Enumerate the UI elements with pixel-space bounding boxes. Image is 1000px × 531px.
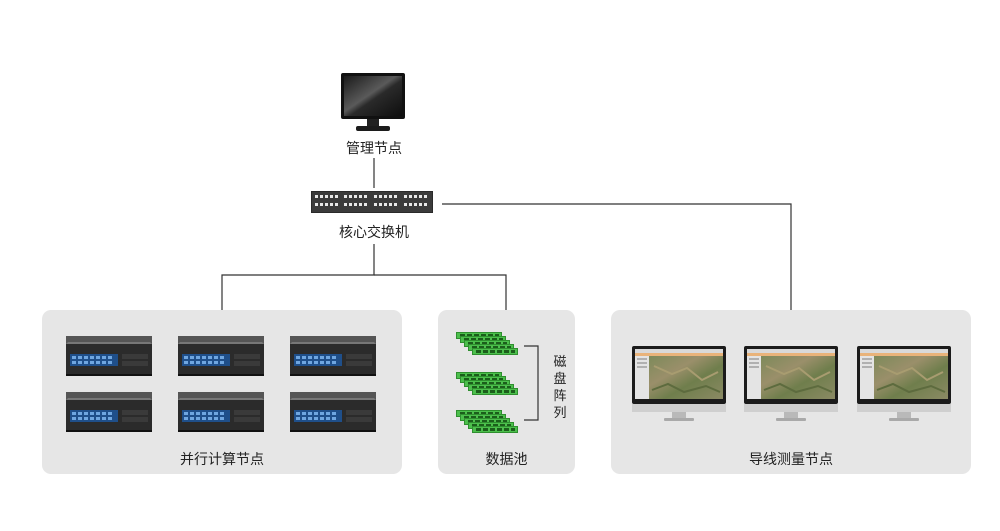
management-node-label: 管理节点 [346, 141, 402, 157]
management-monitor-icon [340, 72, 406, 134]
disk-stack-icon [456, 332, 518, 355]
measurement-monitor-icon [631, 345, 727, 422]
switch-to-datapool-line [374, 274, 507, 310]
core-switch-label: 核心交换机 [339, 225, 409, 241]
switch-to-compute-line [221, 244, 375, 310]
measurement-panel: 导线测量节点 [611, 310, 971, 474]
measurement-label: 导线测量节点 [749, 452, 833, 468]
disk-array-bracket [524, 345, 539, 421]
server-icon [178, 392, 264, 432]
server-icon [178, 336, 264, 376]
disk-stack-icon [456, 372, 518, 395]
disk-array-icons [438, 310, 539, 474]
measurement-monitor-icon [856, 345, 952, 422]
switch-to-measurement-line [442, 203, 792, 310]
core-switch-icon [311, 189, 433, 215]
server-icon [66, 392, 152, 432]
server-icon [290, 336, 376, 376]
data-pool-label: 数据池 [485, 452, 528, 468]
parallel-compute-label: 并行计算节点 [180, 452, 264, 468]
measurement-monitor-icon [743, 345, 839, 422]
server-icon [66, 336, 152, 376]
data-pool-panel: 磁盘阵列 数据池 [438, 310, 575, 474]
server-icon [290, 392, 376, 432]
disk-stack-icon [456, 410, 518, 433]
disk-array-label: 磁盘阵列 [553, 355, 567, 421]
parallel-compute-panel: 并行计算节点 [42, 310, 402, 474]
